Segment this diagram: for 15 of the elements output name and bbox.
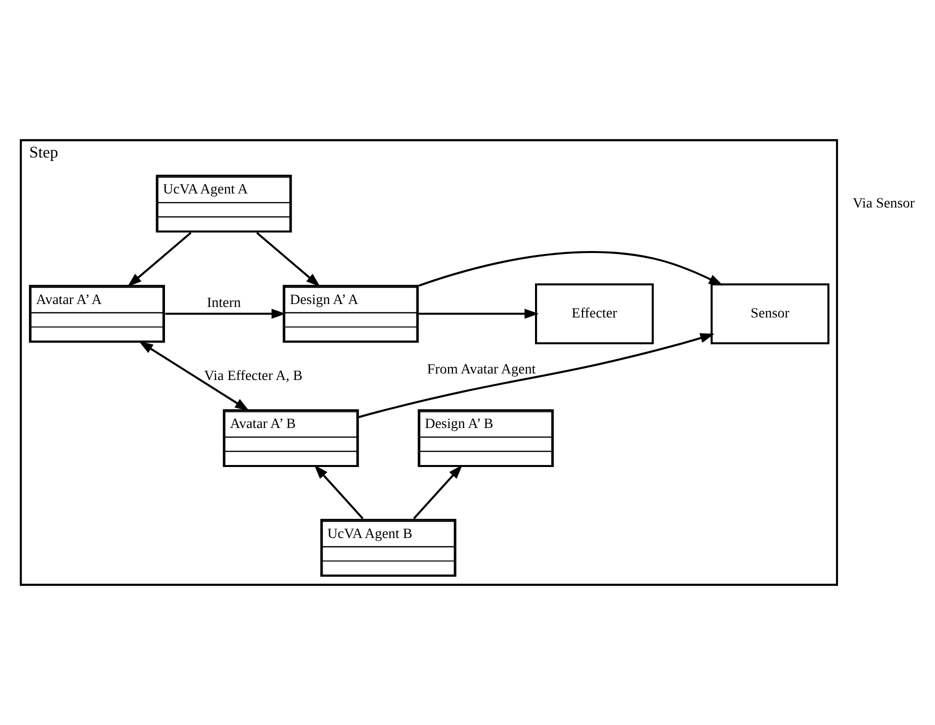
- arrow: [358, 333, 714, 418]
- edge-label: From Avatar Agent: [427, 361, 536, 378]
- node-box: Sensor: [710, 283, 830, 344]
- edge-label: Via Effecter A, B: [204, 368, 302, 384]
- arrow: [418, 251, 724, 287]
- label: Via Sensor: [852, 195, 915, 212]
- node-box: Effecter: [535, 283, 654, 344]
- arrow: [418, 308, 539, 319]
- arrow: [314, 464, 364, 520]
- arrow: [413, 464, 462, 520]
- arrow: [165, 308, 286, 319]
- arrow: [256, 232, 320, 287]
- arrow: [138, 341, 250, 411]
- arrow: [127, 232, 192, 287]
- edge-label: Intern: [206, 294, 241, 311]
